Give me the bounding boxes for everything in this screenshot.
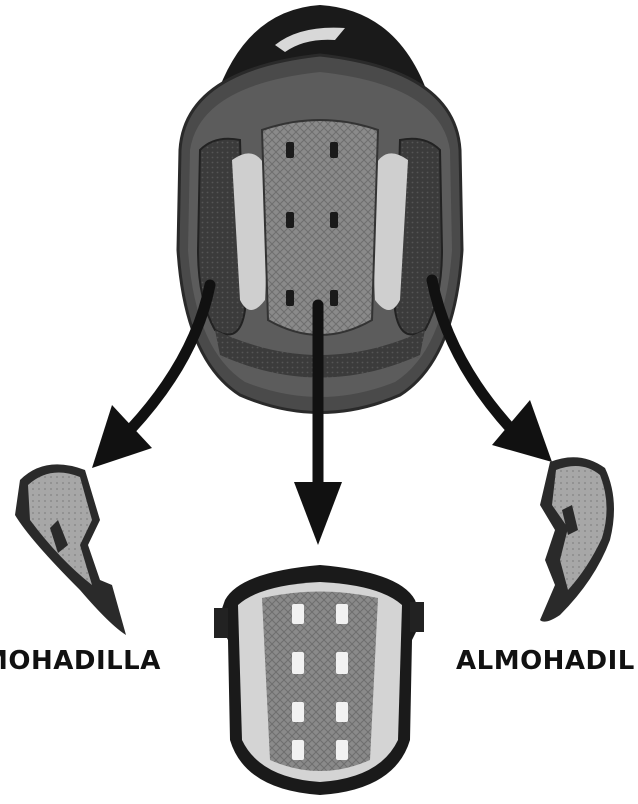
right-cheek-pad-label: ALMOHADIL (456, 646, 635, 676)
liner-tab-right (410, 602, 424, 632)
left-cheek-pad (15, 464, 126, 635)
right-cheek-pad (540, 457, 614, 621)
liner-tab-left (214, 608, 228, 638)
left-cheek-pad-label: MOHADILLA (0, 646, 161, 676)
arrows (92, 280, 552, 545)
arrowhead-center (294, 482, 342, 545)
crown-liner (214, 565, 424, 795)
